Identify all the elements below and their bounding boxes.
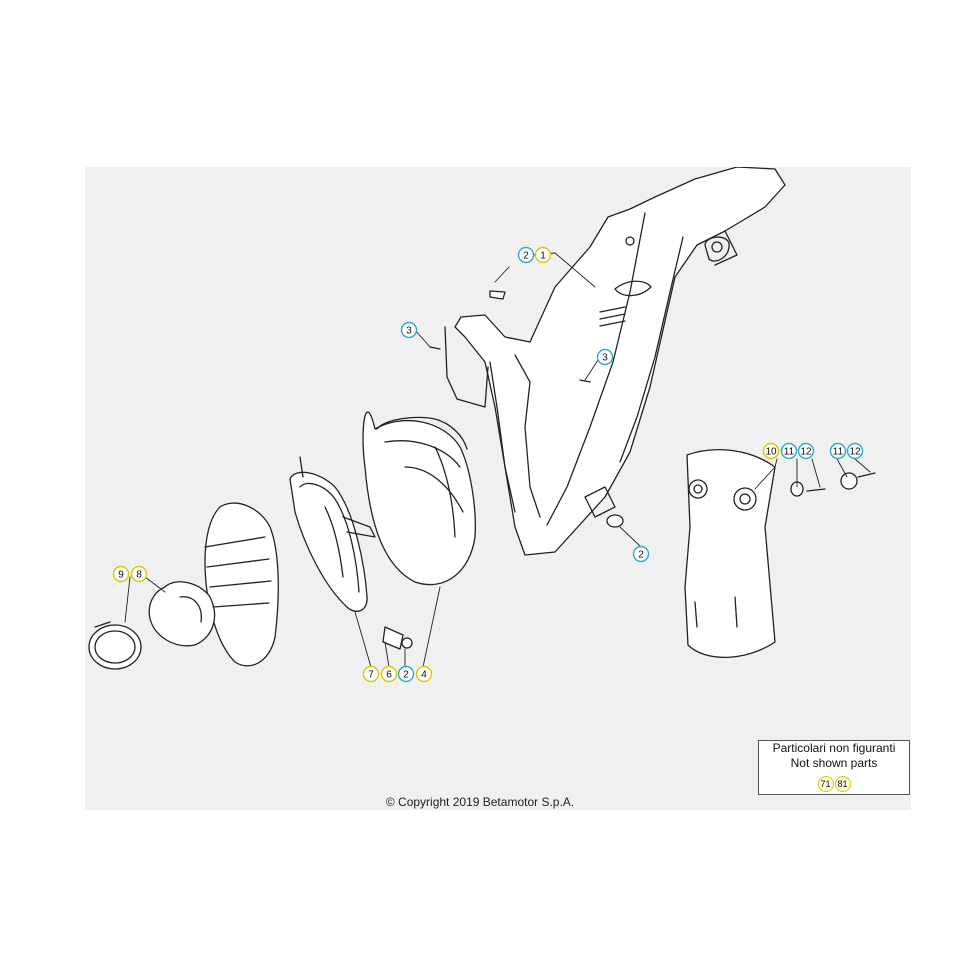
callout-circle bbox=[797, 442, 815, 460]
callout-circle bbox=[534, 246, 552, 264]
callout-circle bbox=[632, 545, 650, 563]
callout-label: 8 bbox=[136, 570, 142, 581]
callout-label: 12 bbox=[800, 447, 812, 458]
callout-circle bbox=[780, 442, 798, 460]
callout-12: 12 bbox=[797, 442, 815, 460]
callout-3: 3 bbox=[596, 348, 614, 366]
not-shown-parts-legend: Particolari non figuranti Not shown part… bbox=[758, 740, 910, 795]
callout-6: 6 bbox=[380, 665, 398, 683]
callout-circle bbox=[829, 442, 847, 460]
callout-circle bbox=[400, 321, 418, 339]
callout-12: 12 bbox=[846, 442, 864, 460]
fasteners bbox=[382, 290, 876, 650]
hose-clamp bbox=[88, 621, 142, 670]
callout-2: 2 bbox=[517, 246, 535, 264]
callout-label: 11 bbox=[833, 447, 844, 458]
callout-label: 12 bbox=[849, 447, 861, 458]
callout-circle bbox=[762, 442, 780, 460]
callout-1: 1 bbox=[534, 246, 552, 264]
callout-circle bbox=[130, 565, 148, 583]
callout-label: 6 bbox=[386, 670, 392, 681]
callout-label: 3 bbox=[406, 326, 412, 337]
callout-11: 11 bbox=[829, 442, 847, 460]
callout-11: 11 bbox=[780, 442, 798, 460]
callout-label: 2 bbox=[403, 670, 409, 681]
callout-label: 3 bbox=[602, 353, 608, 364]
callout-label: 2 bbox=[638, 550, 644, 561]
callout-3: 3 bbox=[400, 321, 418, 339]
callout-10: 10 bbox=[762, 442, 780, 460]
callout-label: 1 bbox=[540, 251, 546, 262]
callout-circle bbox=[397, 665, 415, 683]
leader-lines bbox=[124, 252, 871, 668]
callout-label: 11 bbox=[784, 447, 795, 458]
legend-part-badge: 81 bbox=[834, 776, 851, 792]
callout-circle bbox=[846, 442, 864, 460]
callout-label: 7 bbox=[368, 670, 374, 681]
callout-2: 2 bbox=[632, 545, 650, 563]
legend-title-en: Not shown parts bbox=[790, 756, 878, 770]
filter-cage bbox=[289, 456, 376, 612]
callout-circle bbox=[415, 665, 433, 683]
callout-8: 8 bbox=[130, 565, 148, 583]
callout-circle bbox=[112, 565, 130, 583]
callout-label: 4 bbox=[421, 670, 427, 681]
callout-label: 10 bbox=[765, 447, 777, 458]
callout-circle bbox=[380, 665, 398, 683]
callout-circle bbox=[517, 246, 535, 264]
callout-label: 9 bbox=[118, 570, 124, 581]
legend-title-it: Particolari non figuranti bbox=[772, 741, 896, 755]
intake-boot bbox=[148, 502, 279, 667]
airbox-frame bbox=[444, 167, 786, 556]
callout-7: 7 bbox=[362, 665, 380, 683]
callout-circle bbox=[596, 348, 614, 366]
callout-4: 4 bbox=[415, 665, 433, 683]
callout-circle bbox=[362, 665, 380, 683]
air-filter bbox=[362, 411, 476, 586]
callout-label: 2 bbox=[523, 251, 529, 262]
legend-part-badge: 71 bbox=[817, 776, 834, 792]
callout-2: 2 bbox=[397, 665, 415, 683]
copyright-notice: © Copyright 2019 Betamotor S.p.A. bbox=[385, 795, 575, 809]
callout-9: 9 bbox=[112, 565, 130, 583]
